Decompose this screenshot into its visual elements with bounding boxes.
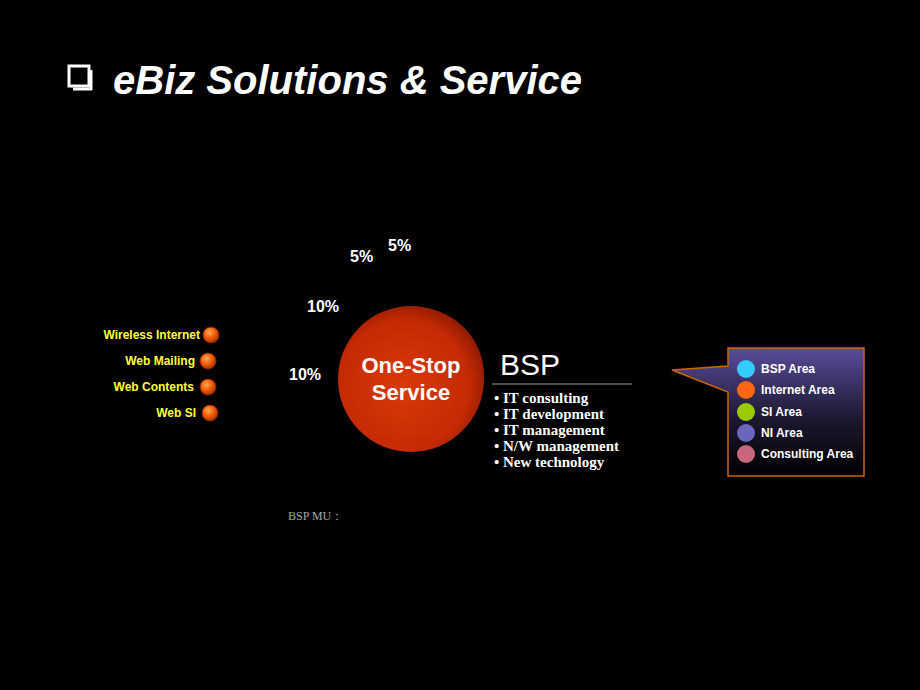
item-dot	[202, 405, 218, 421]
legend-text: SI Area	[761, 405, 802, 419]
service-item: Wireless Internet	[103, 328, 200, 342]
legend-swatch	[737, 360, 755, 378]
bsp-bullet: • IT management	[494, 422, 605, 438]
legend-swatch	[737, 403, 755, 421]
legend-entry: BSP Area	[737, 359, 862, 379]
service-item: Web SI	[156, 406, 196, 420]
node-text: One-Stop Service	[341, 352, 481, 406]
legend-entry: Consulting Area	[737, 444, 862, 464]
title-bullet-shadow	[73, 88, 92, 91]
bsp-bullet: • IT consulting	[494, 390, 588, 406]
legend-text: Consulting Area	[761, 447, 853, 461]
bsp-bullet: • IT development	[494, 406, 604, 422]
note: BSP MU：	[288, 508, 343, 525]
item-dot	[203, 327, 219, 343]
percent: 5%	[388, 237, 411, 255]
bsp-bullet: • New technology	[494, 454, 604, 470]
legend-text: BSP Area	[761, 362, 815, 376]
circle-shape	[336, 303, 486, 455]
bsp-bullet: • N/W management	[494, 438, 619, 454]
service-item: Web Contents	[114, 380, 194, 394]
percent: 10%	[289, 366, 321, 384]
item-dot	[200, 353, 216, 369]
percent: 10%	[307, 298, 339, 316]
legend-entry: NI Area	[737, 423, 862, 443]
legend-swatch	[737, 445, 755, 463]
legend-callout	[672, 348, 864, 476]
bsp-heading: BSP	[500, 348, 560, 382]
title: eBiz Solutions & Service	[113, 56, 582, 104]
service-circle: One-Stop Service	[336, 303, 486, 455]
legend-entry: Internet Area	[737, 380, 862, 400]
title-bullet-shadow	[90, 70, 93, 90]
percent: 5%	[350, 248, 373, 266]
service-item: Web Mailing	[125, 354, 195, 368]
item-dot	[200, 379, 216, 395]
bsp-underline	[492, 384, 632, 385]
legend-swatch	[737, 381, 755, 399]
title-bullet	[69, 66, 89, 86]
legend-swatch	[737, 424, 755, 442]
legend-text: NI Area	[761, 426, 803, 440]
legend-entry: SI Area	[737, 402, 862, 422]
legend-text: Internet Area	[761, 383, 835, 397]
circle-front	[338, 306, 484, 452]
